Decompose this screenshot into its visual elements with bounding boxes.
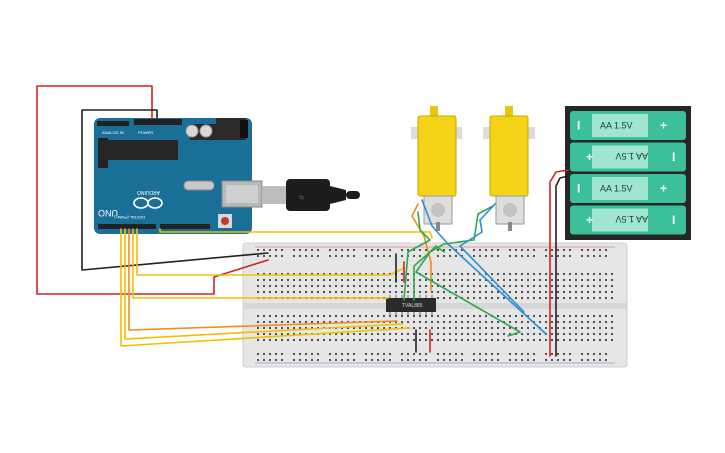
battery-pack[interactable]: AA 1.5V + I AA 1.5V + I AA 1.5V + I AA 1.5V + I: [565, 106, 691, 240]
wire-orange-1[interactable]: [128, 228, 398, 331]
battery-minus-label: I: [672, 213, 675, 227]
top-header: [134, 119, 182, 125]
board-brand-text: UNO: [98, 208, 118, 218]
battery-plus-label: +: [586, 213, 593, 227]
battery-cell: AA 1.5V + I: [570, 205, 686, 235]
wire-blue-motor-right[interactable]: [459, 203, 525, 313]
usb-cable[interactable]: ⇆: [262, 179, 360, 211]
wire-green-chip[interactable]: [413, 245, 445, 301]
wire-yellow-1[interactable]: [136, 228, 405, 276]
wire-yellow-vcc[interactable]: [159, 228, 433, 239]
crystal: [183, 180, 215, 191]
capacitor: [185, 124, 199, 138]
wire-yellow-3[interactable]: [124, 228, 404, 340]
usb-symbol-icon: ⇆: [299, 194, 304, 201]
battery-cell-label: AA 1.5V: [600, 184, 633, 194]
power-header: [97, 121, 129, 126]
wire-red-5v[interactable]: [36, 85, 269, 295]
analog-in-label: ANALOG IN: [102, 130, 124, 135]
driver-chip-label: TVAL885: [402, 303, 423, 309]
battery-plus-label: +: [660, 182, 667, 196]
motor-driver-ic[interactable]: TVAL885: [386, 295, 436, 315]
digital-label: DIGITAL (PWM~): [113, 215, 145, 220]
battery-minus-label: I: [672, 150, 675, 164]
wire-black-battery[interactable]: [555, 175, 569, 357]
board-maker-text: ARDUINO: [137, 189, 160, 195]
wire-green-motor-left[interactable]: [403, 211, 431, 301]
battery-cell: AA 1.5V + I: [570, 174, 686, 203]
arduino-logo: [133, 197, 163, 209]
atmega-chip: [98, 140, 178, 160]
wire-blue-motor-left[interactable]: [421, 199, 547, 335]
battery-cell: AA 1.5V + I: [570, 142, 686, 172]
power-jack: [216, 118, 246, 140]
wire-yellow-4[interactable]: [120, 228, 411, 347]
wire-red-battery[interactable]: [549, 169, 569, 357]
battery-minus-label: I: [577, 182, 580, 196]
wire-yellow-2[interactable]: [132, 228, 389, 299]
battery-cell-label: AA 1.5V: [615, 151, 648, 161]
power-label: POWER: [138, 130, 153, 135]
dc-motor-right[interactable]: [483, 106, 535, 231]
wire-orange-motor[interactable]: [411, 203, 432, 291]
battery-plus-label: +: [660, 119, 667, 133]
battery-cell: AA 1.5V + I: [570, 111, 686, 140]
digital-header: [98, 224, 156, 229]
battery-plus-label: +: [586, 150, 593, 164]
battery-cell-label: AA 1.5V: [615, 214, 648, 224]
arduino-uno-board[interactable]: UNO ARDUINO ANALOG IN POWER DIGITAL (PWM…: [94, 118, 263, 234]
battery-cell-label: AA 1.5V: [600, 121, 633, 131]
wire-green-motor-right[interactable]: [415, 205, 521, 337]
wire-black-gnd[interactable]: [81, 109, 269, 271]
capacitor: [199, 124, 213, 138]
battery-minus-label: I: [577, 119, 580, 133]
